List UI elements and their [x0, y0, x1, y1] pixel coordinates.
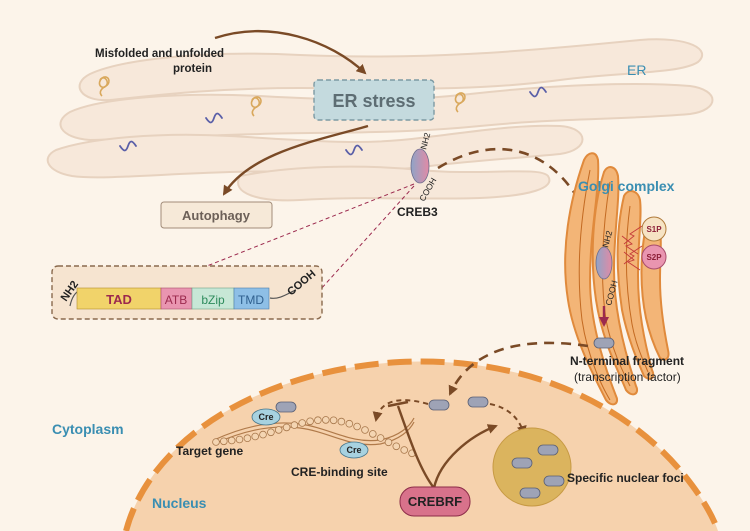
- misfolded-protein-icon: [454, 92, 466, 113]
- creb3-protein: [410, 148, 430, 184]
- dna-bead: [290, 421, 299, 429]
- fragment: [428, 399, 450, 411]
- n-terminal-fragment: [593, 337, 615, 349]
- creb3-label: CREB3: [397, 205, 438, 219]
- dna-bead: [251, 432, 260, 441]
- dna-bead: [306, 417, 314, 426]
- dna-bead: [298, 419, 307, 427]
- dna-bead: [282, 423, 291, 432]
- creb3-golgi-protein: [595, 246, 613, 280]
- s2p-label: S2P: [646, 253, 662, 262]
- misfolded-protein-icon: [98, 76, 110, 97]
- dna-bead: [274, 426, 283, 434]
- autophagy-label: Autophagy: [182, 208, 251, 223]
- dna-bead: [259, 430, 267, 439]
- cre-site-1: [251, 408, 281, 426]
- dna-rungs: [212, 416, 416, 458]
- dna-bead: [345, 419, 354, 428]
- unfolded-protein-icon: [205, 112, 223, 124]
- dna-bead: [337, 417, 346, 426]
- er-stress-label: ER stress: [332, 91, 415, 111]
- er-label: ER: [627, 62, 646, 78]
- unfolded-protein-icon: [345, 144, 363, 156]
- dna-bead: [329, 416, 338, 425]
- misfolded-label: Misfolded and unfolded: [95, 48, 224, 60]
- zoom-line-bottom: [319, 185, 415, 291]
- s1p-enzyme: [641, 216, 667, 242]
- s1p-label: S1P: [646, 225, 662, 234]
- domain-tmd: [233, 287, 270, 310]
- arrow-crebrf-to-fragment: [432, 424, 498, 489]
- unfolded-protein-icons: [119, 86, 547, 156]
- cre-label-1: Cre: [258, 412, 273, 422]
- foci-fragment: [543, 475, 565, 487]
- crebrf-box: [399, 486, 471, 517]
- nucleus-label: Nucleus: [152, 495, 207, 511]
- domain-tmd-label: TMD: [238, 293, 264, 307]
- dna-bead: [314, 416, 322, 425]
- dna-bead: [353, 422, 361, 431]
- dna-bead: [392, 442, 401, 451]
- foci-fragment: [537, 444, 559, 456]
- dna-bead: [235, 435, 244, 444]
- unfolded-protein-icon: [529, 86, 547, 98]
- cre-site-2: [339, 441, 369, 459]
- s2p-enzyme: [641, 244, 667, 270]
- arrow-fragment-to-nucleus: [448, 341, 589, 396]
- crebrf-label: CREBRF: [408, 494, 462, 509]
- dna-helix: [213, 417, 415, 446]
- n-terminal-label: N-terminal fragment: [570, 354, 684, 368]
- foci-fragment: [511, 457, 533, 469]
- cytoplasm-label: Cytoplasm: [52, 421, 124, 437]
- misfolded-label-line2: protein: [173, 63, 212, 75]
- nuclear-foci-label: Specific nuclear foci: [567, 471, 684, 485]
- protease-cleavage-lines: [621, 225, 643, 271]
- dna-bead: [368, 430, 377, 438]
- dna-bead: [267, 428, 275, 437]
- crebrf-inhibition-bar: [387, 400, 409, 408]
- foci-fragment: [519, 487, 541, 499]
- crebrf-inhibition-line: [396, 405, 435, 489]
- arrow-fragment-to-foci: [489, 403, 527, 436]
- dna-bead: [376, 434, 385, 442]
- arrow-er-stress-to-autophagy: [222, 124, 369, 196]
- er-stress-box: [313, 79, 435, 121]
- nucleus: [126, 361, 718, 531]
- domain-atb-label: ATB: [165, 293, 187, 307]
- golgi-inner-lines: [578, 169, 649, 401]
- zoom-line-top: [206, 183, 415, 267]
- dna-bead: [220, 437, 228, 446]
- domain-tad-label: TAD: [106, 292, 132, 307]
- autophagy-box: [160, 201, 273, 229]
- arrow-fragment-to-cre: [372, 399, 429, 422]
- transcription-label: (transcription factor): [574, 370, 681, 384]
- target-gene-label: Target gene: [176, 444, 243, 458]
- dna-bead: [212, 438, 220, 446]
- dna-bead: [384, 438, 393, 447]
- golgi-label: Golgi complex: [578, 178, 675, 194]
- dna-bead: [361, 426, 369, 434]
- misfolded-protein-icon: [250, 96, 262, 117]
- cre-binding-label: CRE-binding site: [291, 465, 388, 479]
- fragment: [467, 396, 489, 408]
- domain-bzip-label: bZip: [201, 293, 225, 307]
- dna-bead: [400, 446, 409, 454]
- arrow-protein-to-er-stress: [214, 30, 367, 75]
- golgi-nh2-label: NH2: [600, 229, 614, 248]
- dna-bead: [227, 436, 236, 445]
- misfolded-protein-icons: [98, 76, 466, 117]
- cre-label-2: Cre: [346, 445, 361, 455]
- unfolded-protein-icon: [119, 140, 137, 152]
- fragment: [275, 401, 297, 413]
- dna-bead: [321, 416, 330, 424]
- dna-bead: [243, 434, 252, 443]
- nuclear-envelope: [123, 358, 721, 531]
- creb3-nh2-label: NH2: [418, 131, 432, 150]
